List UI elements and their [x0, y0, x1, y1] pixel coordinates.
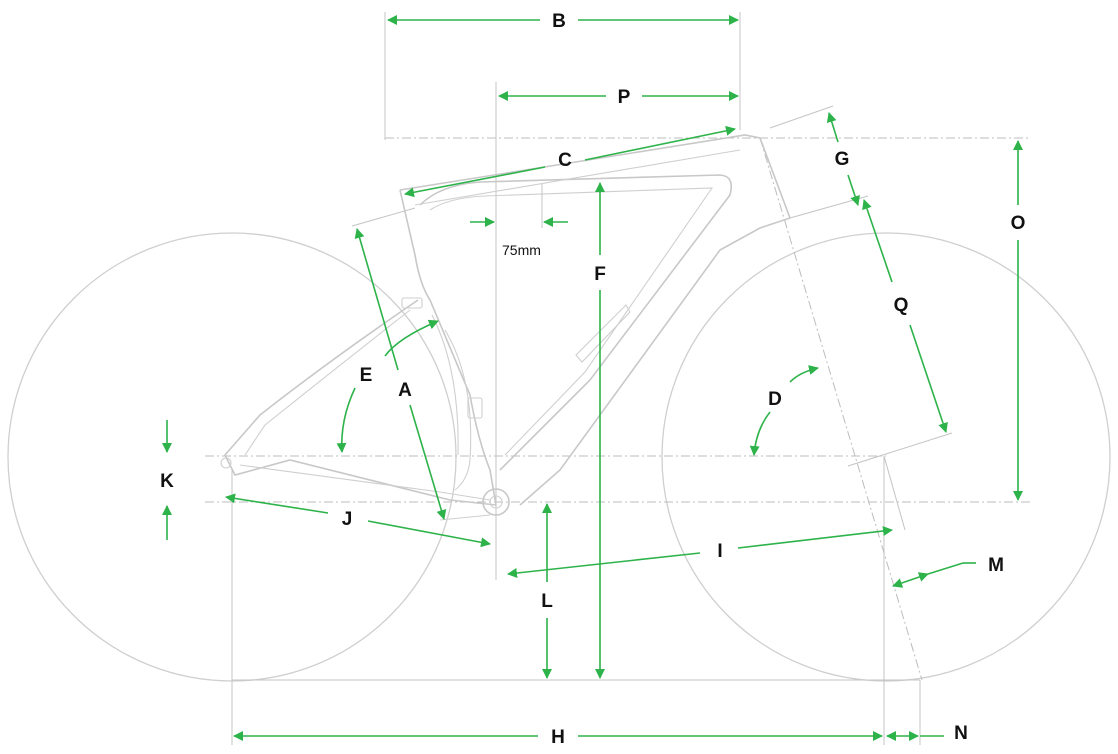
label-J: J	[342, 509, 353, 530]
label-H: H	[551, 727, 565, 748]
dim-M	[892, 572, 929, 588]
dim-M-leader	[927, 562, 964, 575]
dim-J-right	[367, 520, 491, 548]
dim-I-right	[737, 526, 893, 549]
label-F: F	[594, 264, 606, 285]
steering-axis-line	[759, 137, 923, 681]
dim-J-left	[225, 493, 329, 514]
bike-frame	[220, 134, 792, 521]
dim-A-top	[354, 228, 399, 371]
label-N: N	[954, 723, 968, 744]
q-guide-bottom	[847, 432, 953, 467]
dim-C-left	[404, 166, 546, 198]
dim-G-bottom	[847, 174, 860, 206]
label-M: M	[988, 555, 1004, 576]
dim-A-bottom	[409, 404, 447, 520]
label-P: P	[618, 87, 631, 108]
dim-Q-top	[862, 199, 893, 283]
dim-D-arc-bottom	[749, 411, 771, 456]
label-L: L	[541, 591, 553, 612]
front-wheel	[661, 232, 1111, 682]
dim-I-left	[507, 552, 701, 578]
g-guide-top	[769, 105, 834, 129]
dim-Q-bottom	[909, 324, 948, 433]
label-75mm: 75mm	[502, 242, 541, 258]
dim-C-right	[584, 125, 736, 161]
label-A: A	[398, 380, 412, 401]
dimension-labels: B P C 75mm F G O Q E A D K J I M L H N	[160, 11, 1025, 748]
label-K: K	[160, 471, 174, 492]
label-Q: Q	[894, 295, 909, 316]
label-C: C	[558, 150, 572, 171]
dim-E-arc-bottom	[336, 387, 356, 453]
label-O: O	[1011, 213, 1026, 234]
dim-G-top	[826, 112, 839, 143]
dim-D-arc-top	[789, 365, 819, 383]
label-G: G	[835, 149, 850, 170]
dim-E-arc-top	[384, 319, 439, 357]
label-B: B	[552, 11, 566, 32]
label-I: I	[717, 541, 722, 562]
dimension-lines	[162, 15, 1023, 741]
label-D: D	[768, 389, 782, 410]
label-E: E	[360, 365, 373, 386]
fork-offset-line	[883, 455, 906, 531]
